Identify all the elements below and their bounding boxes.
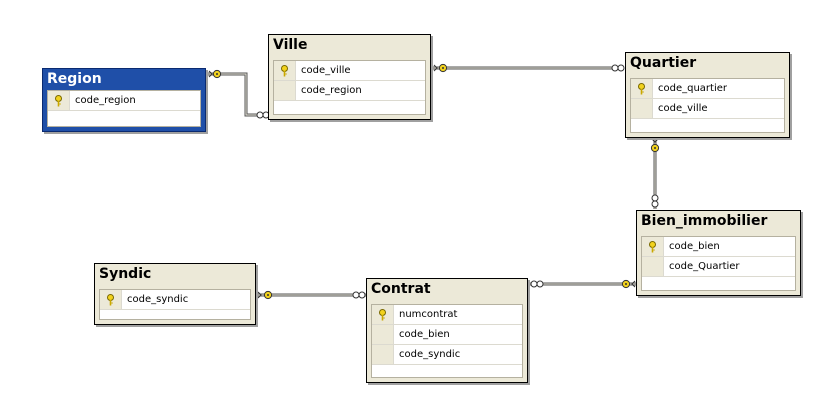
column-grid: code_region xyxy=(47,90,201,127)
column-grid: code_ville code_region xyxy=(273,60,426,115)
table-region[interactable]: Region code_region xyxy=(42,68,206,132)
column-grid: code_syndic xyxy=(99,289,251,320)
column-name: code_Quartier xyxy=(669,261,740,272)
primary-key-icon xyxy=(642,237,664,256)
column-row[interactable]: numcontrat xyxy=(372,305,522,325)
many-end-infinity-icon xyxy=(352,291,360,299)
table-title[interactable]: Contrat xyxy=(371,281,431,297)
column-row[interactable]: code_quartier xyxy=(631,79,784,99)
column-row[interactable]: code_region xyxy=(48,91,200,111)
many-end-infinity-icon xyxy=(611,64,619,72)
table-syndic[interactable]: Syndic code_syndic xyxy=(94,263,256,325)
column-grid: code_quartier code_ville xyxy=(630,78,785,133)
column-name: code_region xyxy=(301,85,362,96)
relationship-ville-quartier[interactable] xyxy=(433,63,625,73)
column-row[interactable]: code_bien xyxy=(372,325,522,345)
table-title[interactable]: Syndic xyxy=(99,266,152,282)
column-row[interactable]: code_bien xyxy=(642,237,795,257)
relationship-bien-contrat[interactable] xyxy=(529,279,636,289)
column-name: code_bien xyxy=(669,241,720,252)
column-row[interactable]: code_Quartier xyxy=(642,257,795,277)
relationship-quartier-bien[interactable] xyxy=(650,138,660,209)
column-row[interactable]: code_syndic xyxy=(372,345,522,365)
column-name: code_region xyxy=(75,95,136,106)
primary-key-icon xyxy=(274,61,296,80)
column-name: code_syndic xyxy=(399,349,461,360)
one-end-key-icon xyxy=(212,69,222,79)
table-title[interactable]: Region xyxy=(47,71,102,87)
column-name: code_ville xyxy=(301,65,351,76)
table-ville[interactable]: Ville code_ville code_region xyxy=(268,34,431,120)
many-end-infinity-icon xyxy=(530,280,538,288)
one-end-key-icon xyxy=(650,143,660,153)
table-title[interactable]: Bien_immobilier xyxy=(641,213,768,229)
primary-key-icon xyxy=(372,305,394,324)
column-name: numcontrat xyxy=(399,309,458,320)
column-row[interactable]: code_region xyxy=(274,81,425,101)
one-end-key-icon xyxy=(621,279,631,289)
many-end-infinity-icon xyxy=(651,194,659,202)
table-contrat[interactable]: Contrat numcontrat code_bien code_syndic xyxy=(366,278,528,383)
primary-key-icon xyxy=(631,79,653,98)
table-title[interactable]: Quartier xyxy=(630,55,697,71)
many-end-infinity-icon xyxy=(256,111,264,119)
column-name: code_quartier xyxy=(658,83,728,94)
column-row[interactable]: code_ville xyxy=(631,99,784,119)
column-grid: numcontrat code_bien code_syndic xyxy=(371,304,523,378)
primary-key-icon xyxy=(48,91,70,110)
one-end-key-icon xyxy=(263,290,273,300)
column-name: code_syndic xyxy=(127,294,189,305)
column-row[interactable]: code_ville xyxy=(274,61,425,81)
table-quartier[interactable]: Quartier code_quartier code_ville xyxy=(625,52,790,138)
column-grid: code_bien code_Quartier xyxy=(641,236,796,291)
primary-key-icon xyxy=(100,290,122,309)
relationship-syndic-contrat[interactable] xyxy=(257,290,366,300)
relationship-region-ville[interactable] xyxy=(208,69,270,119)
table-title[interactable]: Ville xyxy=(273,37,308,53)
table-bien-immobilier[interactable]: Bien_immobilier code_bien code_Quartier xyxy=(636,210,801,296)
column-row[interactable]: code_syndic xyxy=(100,290,250,310)
column-name: code_bien xyxy=(399,329,450,340)
column-name: code_ville xyxy=(658,103,708,114)
one-end-key-icon xyxy=(438,63,448,73)
